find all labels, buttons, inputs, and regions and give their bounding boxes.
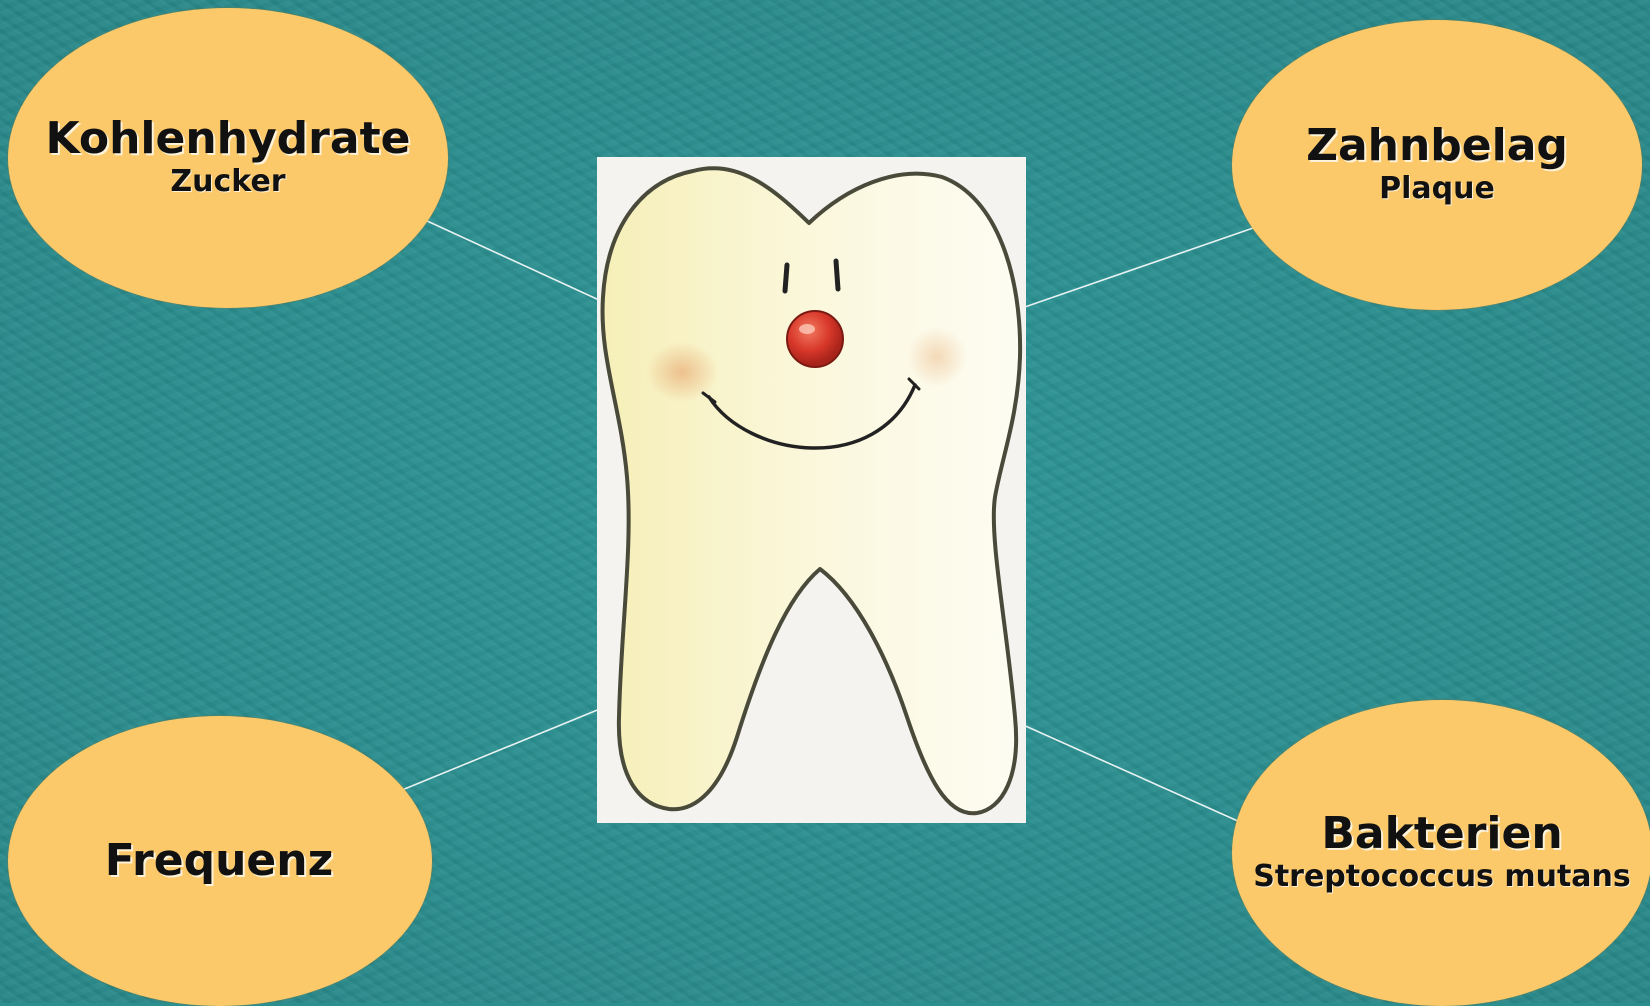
zahnbelag-title: Zahnbelag: [1306, 123, 1568, 169]
bakterien-subtitle: Streptococcus mutans: [1253, 859, 1631, 895]
left-cheek: [646, 342, 718, 402]
nose: [787, 311, 843, 367]
nose-highlight: [799, 324, 815, 334]
bubble-zahnbelag: Zahnbelag Plaque: [1232, 20, 1642, 310]
kohlenhydrate-subtitle: Zucker: [170, 164, 285, 200]
bubble-frequenz: Frequenz: [8, 716, 432, 1006]
left-eye: [785, 265, 787, 291]
tooth-outline: [603, 168, 1021, 813]
right-eye: [836, 261, 838, 289]
frequenz-title: Frequenz: [105, 838, 333, 884]
connector-zahnbelag: [993, 218, 1282, 318]
bakterien-title: Bakterien: [1321, 811, 1562, 857]
tooth-illustration-card: [597, 157, 1026, 823]
right-cheek: [907, 327, 967, 387]
zahnbelag-subtitle: Plaque: [1379, 171, 1495, 207]
tooth-icon: [597, 157, 1026, 823]
bubble-bakterien: Bakterien Streptococcus mutans: [1232, 700, 1650, 1006]
kohlenhydrate-title: Kohlenhydrate: [46, 116, 411, 162]
connector-bakterien: [1012, 720, 1240, 822]
bubble-kohlenhydrate: Kohlenhydrate Zucker: [8, 8, 448, 308]
